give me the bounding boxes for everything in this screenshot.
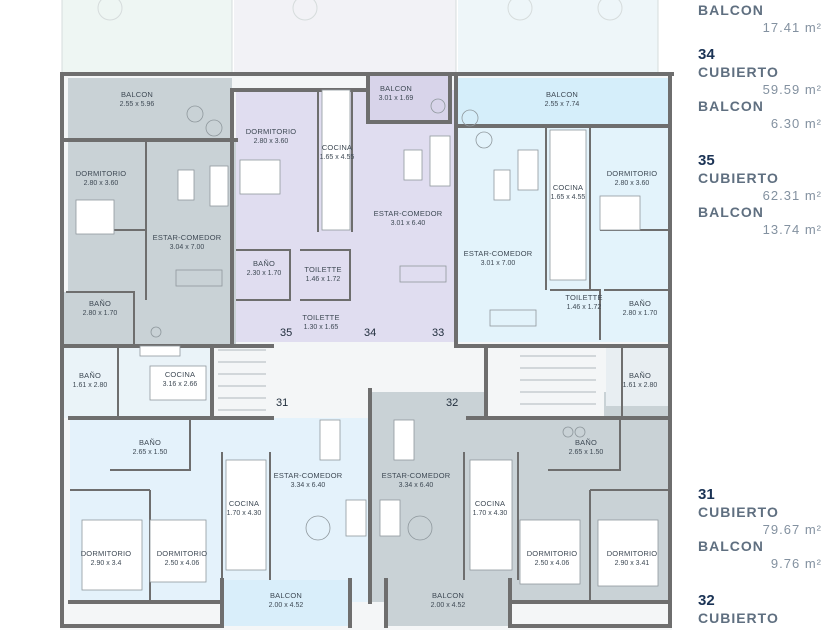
legend-cubierto-value: 59.59 m²	[762, 82, 822, 97]
legend-unit-number: 34	[698, 46, 715, 63]
room-name-balcon-33: BALCON	[546, 90, 578, 99]
legend-balcon-value: 9.76 m²	[770, 556, 822, 571]
room-dimensions-dorm-31b: 2.50 x 4.06	[165, 560, 200, 567]
room-name-bano-35: BAÑO	[89, 299, 111, 308]
room-name-balcon-32: BALCON	[432, 591, 464, 600]
room-dimensions-dorm-34: 2.80 x 3.60	[254, 138, 289, 145]
room-dimensions-bano-32a: 1.61 x 2.80	[623, 382, 658, 389]
room-name-toilette-33: TOILETTE	[565, 293, 602, 302]
legend-cubierto-label: CUBIERTO	[698, 504, 779, 520]
room-name-estar-34: ESTAR-COMEDOR	[374, 209, 443, 218]
room-name-dorm-35: DORMITORIO	[76, 169, 127, 178]
room-dimensions-cocina-34: 1.65 x 4.55	[320, 154, 355, 161]
room-name-estar-33: ESTAR-COMEDOR	[464, 249, 533, 258]
room-name-dorm-31a: DORMITORIO	[81, 549, 132, 558]
room-dimensions-estar-33: 3.01 x 7.00	[481, 260, 516, 267]
room-name-toilette-34: TOILETTE	[304, 265, 341, 274]
unit-number-35: 35	[280, 327, 292, 339]
room-dimensions-estar-34: 3.01 x 6.40	[391, 220, 426, 227]
legend-balcon-value: 6.30 m²	[770, 116, 822, 131]
room-name-balcon-34: BALCON	[380, 84, 412, 93]
room-dimensions-estar-32: 3.34 x 6.40	[399, 482, 434, 489]
legend-unit-31: 31 CUBIERTO 79.67 m² BALCON 9.76 m²	[694, 486, 834, 572]
room-dimensions-estar-35: 3.04 x 7.00	[170, 244, 205, 251]
room-name-bano-31b: BAÑO	[139, 438, 161, 447]
room-dimensions-estar-31: 3.34 x 6.40	[291, 482, 326, 489]
room-dimensions-balcon-35: 2.55 x 5.96	[120, 101, 155, 108]
room-name-cocina-34: COCINA	[322, 143, 352, 152]
room-dimensions-cocina-32: 1.70 x 4.30	[473, 510, 508, 517]
room-dimensions-bano-34: 2.30 x 1.70	[247, 270, 282, 277]
room-dimensions-dorm-32a: 2.50 x 4.06	[535, 560, 570, 567]
unit-number-33: 33	[432, 327, 444, 339]
room-dimensions-cocina-33: 1.65 x 4.55	[551, 194, 586, 201]
legend-balcon-value: 13.74 m²	[762, 222, 822, 237]
room-name-dorm-32a: DORMITORIO	[527, 549, 578, 558]
room-name-estar-31: ESTAR-COMEDOR	[274, 471, 343, 480]
unit-number-32: 32	[446, 397, 458, 409]
room-dimensions-dorm-33: 2.80 x 3.60	[615, 180, 650, 187]
legend-cubierto-label: CUBIERTO	[698, 170, 779, 186]
room-dimensions-toilette-34: 1.46 x 1.72	[306, 276, 341, 283]
legend-unit-35: 35 CUBIERTO 62.31 m² BALCON 13.74 m²	[694, 152, 834, 238]
room-dimensions-balcon-31: 2.00 x 4.52	[269, 602, 304, 609]
room-dimensions-balcon-34: 3.01 x 1.69	[379, 95, 414, 102]
room-dimensions-bano-32b: 2.65 x 1.50	[569, 449, 604, 456]
room-name-dorm-33: DORMITORIO	[607, 169, 658, 178]
legend-cubierto-label: CUBIERTO	[698, 64, 779, 80]
room-dimensions-dorm-31a: 2.90 x 3.4	[91, 560, 122, 567]
legend-unit-number: 32	[698, 592, 715, 609]
room-dimensions-balcon-32: 2.00 x 4.52	[431, 602, 466, 609]
room-name-cocina-32: COCINA	[475, 499, 505, 508]
legend-unit-32: 32 CUBIERTO	[694, 592, 834, 627]
area-legend: BALCON 17.41 m² 34 CUBIERTO 59.59 m² BAL…	[694, 0, 834, 630]
room-dimensions-toilette-33: 1.46 x 1.72	[567, 304, 602, 311]
room-name-bano-34: BAÑO	[253, 259, 275, 268]
room-dimensions-bano-31a: 1.61 x 2.80	[73, 382, 108, 389]
room-name-balcon-31: BALCON	[270, 591, 302, 600]
legend-unit-number: 35	[698, 152, 715, 169]
room-name-cocina-31: COCINA	[229, 499, 259, 508]
room-dimensions-dorm-35: 2.80 x 3.60	[84, 180, 119, 187]
legend-cubierto-value: 79.67 m²	[762, 522, 822, 537]
room-name-bano-32a: BAÑO	[629, 371, 651, 380]
room-name-dorm-32b: DORMITORIO	[607, 549, 658, 558]
unit-number-31: 31	[276, 397, 288, 409]
room-dimensions-bano-35: 2.80 x 1.70	[83, 310, 118, 317]
room-name-toilette-35: TOILETTE	[302, 313, 339, 322]
room-dimensions-bano-33: 2.80 x 1.70	[623, 310, 658, 317]
legend-balcon-label: BALCON	[698, 538, 764, 554]
legend-balcon-label: BALCON	[698, 204, 764, 220]
room-name-dorm-31b: DORMITORIO	[157, 549, 208, 558]
room-name-bano-32b: BAÑO	[575, 438, 597, 447]
room-dimensions-cocina-31: 1.70 x 4.30	[227, 510, 262, 517]
room-name-bano-31a: BAÑO	[79, 371, 101, 380]
room-name-cocina-33: COCINA	[553, 183, 583, 192]
room-name-estar-35: ESTAR-COMEDOR	[153, 233, 222, 242]
room-name-bano-33: BAÑO	[629, 299, 651, 308]
unit-35-area	[62, 78, 236, 346]
legend-unit-number: 31	[698, 486, 715, 503]
room-dimensions-balcon-33: 2.55 x 7.74	[545, 101, 580, 108]
room-name-dorm-34: DORMITORIO	[246, 127, 297, 136]
legend-balcon-label: BALCON	[698, 98, 764, 114]
legend-cubierto-label: CUBIERTO	[698, 610, 779, 626]
legend-cubierto-value: 62.31 m²	[762, 188, 822, 203]
legend-top-balcon-label: BALCON	[698, 2, 764, 18]
room-name-balcon-35: BALCON	[121, 90, 153, 99]
room-dimensions-toilette-35: 1.30 x 1.65	[304, 324, 339, 331]
room-name-cocina-31a: COCINA	[165, 370, 195, 379]
room-name-estar-32: ESTAR-COMEDOR	[382, 471, 451, 480]
unit-number-34: 34	[364, 327, 376, 339]
room-dimensions-cocina-31a: 3.16 x 2.66	[163, 381, 198, 388]
legend-unit-34: 34 CUBIERTO 59.59 m² BALCON 6.30 m²	[694, 46, 834, 132]
room-dimensions-bano-31b: 2.65 x 1.50	[133, 449, 168, 456]
room-dimensions-dorm-32b: 2.90 x 3.41	[615, 560, 650, 567]
legend-top-balcon-value: 17.41 m²	[762, 20, 822, 35]
